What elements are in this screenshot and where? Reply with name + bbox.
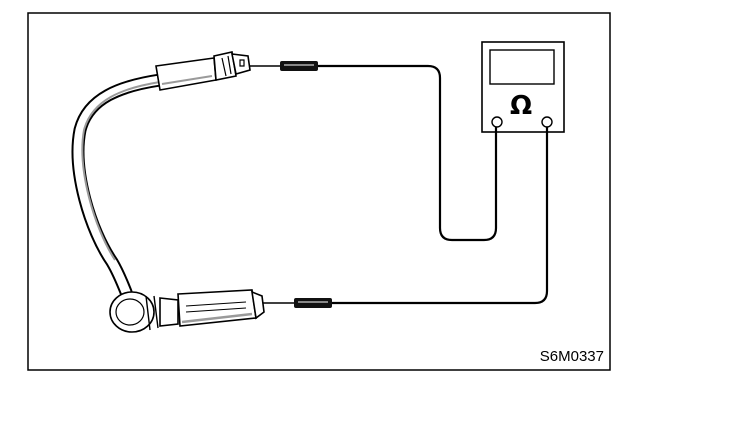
test-probes	[250, 61, 332, 308]
ohmmeter: Ω	[481, 41, 565, 133]
test-lead-upper	[318, 64, 498, 242]
test-leads	[318, 64, 549, 305]
plug-boot-neck	[159, 297, 179, 327]
plug-end-boot	[109, 289, 265, 333]
coil-terminal-detail	[221, 55, 245, 77]
test-lead-lower	[332, 127, 549, 305]
ohmmeter-terminal-left	[491, 116, 503, 128]
cable-shade	[81, 81, 161, 261]
plug-boot-bulb-inner	[115, 298, 145, 326]
spark-plug-cable	[71, 51, 265, 333]
coil-end-boot	[155, 51, 251, 91]
plug-boot-end	[250, 290, 265, 320]
coil-boot-shade	[161, 75, 213, 85]
probe-lower-highlight	[298, 301, 328, 303]
coil-terminal	[230, 53, 251, 76]
cable-core	[73, 75, 165, 297]
figure-code-label: S6M0337	[540, 348, 604, 365]
probe-upper-highlight	[284, 64, 314, 66]
ohmmeter-display	[489, 49, 555, 85]
plug-boot-sleeve-shade	[181, 312, 253, 324]
figure-border	[27, 12, 611, 371]
coil-boot-body	[155, 57, 217, 91]
plug-boot-sleeve-lines	[185, 301, 247, 313]
ohm-symbol: Ω	[510, 91, 532, 121]
ohmmeter-terminal-right	[541, 116, 553, 128]
